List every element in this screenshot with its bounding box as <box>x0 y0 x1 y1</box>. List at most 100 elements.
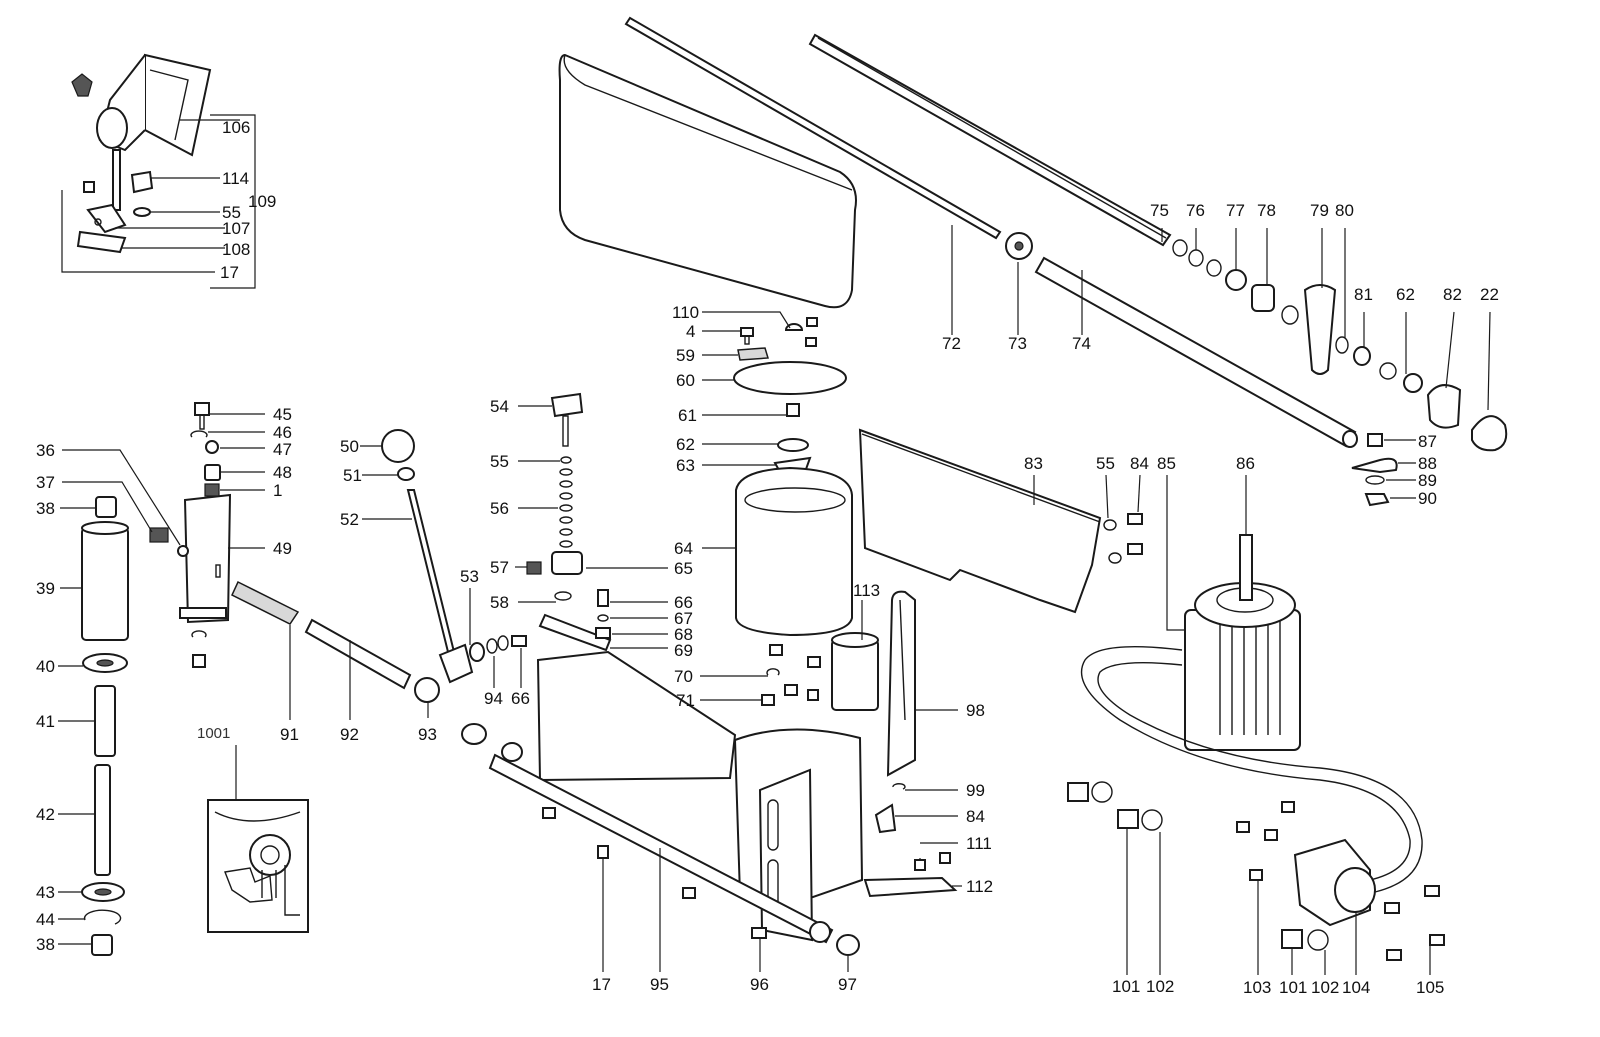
label-95: 95 <box>650 975 669 994</box>
label-22: 22 <box>1480 285 1499 304</box>
label-45: 45 <box>273 405 292 424</box>
label-112: 112 <box>966 877 993 896</box>
label-106: 106 <box>222 118 250 137</box>
label-52: 52 <box>340 510 359 529</box>
label-101: 101 <box>1112 977 1140 996</box>
label-37: 37 <box>36 473 55 492</box>
centre-screw-stack <box>515 392 668 652</box>
label-111: 111 <box>966 834 992 853</box>
label-97: 97 <box>838 975 857 994</box>
label-83: 83 <box>1024 454 1043 473</box>
label-49: 49 <box>273 539 292 558</box>
label-67: 67 <box>674 609 693 628</box>
label-17b: 17 <box>592 975 611 994</box>
inset-1001 <box>207 745 309 933</box>
switch-clamps <box>1067 781 1445 975</box>
label-62: 62 <box>676 435 695 454</box>
label-84: 84 <box>1130 454 1149 473</box>
label-1: 1 <box>273 481 282 500</box>
label-105: 105 <box>1416 978 1444 997</box>
label-72: 72 <box>942 334 961 353</box>
label-81: 81 <box>1354 285 1373 304</box>
label-107: 107 <box>222 219 250 238</box>
label-94: 94 <box>484 689 503 708</box>
motor-assembly <box>1080 475 1423 927</box>
label-66a: 66 <box>511 689 530 708</box>
label-43: 43 <box>36 883 55 902</box>
label-79: 79 <box>1310 201 1329 220</box>
belt-cover <box>558 53 857 309</box>
lever-assembly <box>231 429 527 720</box>
rod-assembly <box>624 16 1508 507</box>
label-47: 47 <box>273 440 292 459</box>
label-96: 96 <box>750 975 769 994</box>
label-55: 55 <box>222 203 241 222</box>
dust-hood-assembly <box>61 53 256 289</box>
label-58: 58 <box>490 593 509 612</box>
motor-plate-parts <box>700 311 853 706</box>
frame-base <box>461 590 962 972</box>
label-92: 92 <box>340 725 359 744</box>
label-98: 98 <box>966 701 985 720</box>
label-80: 80 <box>1335 201 1354 220</box>
label-113: 113 <box>853 581 880 600</box>
label-55b: 55 <box>490 452 509 471</box>
label-89: 89 <box>1418 471 1437 490</box>
label-110: 110 <box>672 303 699 322</box>
label-90: 90 <box>1418 489 1437 508</box>
label-109: 109 <box>248 192 276 211</box>
label-75: 75 <box>1150 201 1169 220</box>
label-60: 60 <box>676 371 695 390</box>
label-61: 61 <box>678 406 697 425</box>
part-labels: 106 114 109 55 107 108 17 45 46 47 48 1 … <box>36 118 1499 997</box>
label-88: 88 <box>1418 454 1437 473</box>
label-17: 17 <box>220 263 239 282</box>
label-102: 102 <box>1146 977 1174 996</box>
label-108: 108 <box>222 240 250 259</box>
label-38b: 38 <box>36 935 55 954</box>
label-66: 66 <box>674 593 693 612</box>
label-42: 42 <box>36 805 55 824</box>
label-38: 38 <box>36 499 55 518</box>
label-62b: 62 <box>1396 285 1415 304</box>
label-86: 86 <box>1236 454 1255 473</box>
label-40: 40 <box>36 657 55 676</box>
label-4: 4 <box>686 322 695 341</box>
label-46: 46 <box>273 423 292 442</box>
column-bearing-assembly <box>58 402 265 956</box>
label-50: 50 <box>340 437 359 456</box>
label-53: 53 <box>460 567 479 586</box>
label-41: 41 <box>36 712 55 731</box>
label-44: 44 <box>36 910 55 929</box>
label-59: 59 <box>676 346 695 365</box>
label-71: 71 <box>676 691 695 710</box>
label-78: 78 <box>1257 201 1276 220</box>
label-64: 64 <box>674 539 693 558</box>
label-73: 73 <box>1008 334 1027 353</box>
label-103: 103 <box>1243 978 1271 997</box>
label-84b: 84 <box>966 807 985 826</box>
label-57: 57 <box>490 558 509 577</box>
label-77: 77 <box>1226 201 1245 220</box>
label-63: 63 <box>676 456 695 475</box>
label-101b: 101 <box>1279 978 1307 997</box>
label-87: 87 <box>1418 432 1437 451</box>
label-48: 48 <box>273 463 292 482</box>
label-102b: 102 <box>1311 978 1339 997</box>
label-56: 56 <box>490 499 509 518</box>
label-85: 85 <box>1157 454 1176 473</box>
label-39: 39 <box>36 579 55 598</box>
label-114: 114 <box>222 169 249 188</box>
label-54: 54 <box>490 397 509 416</box>
label-68: 68 <box>674 625 693 644</box>
guard-plate <box>858 428 1143 614</box>
label-82: 82 <box>1443 285 1462 304</box>
label-93: 93 <box>418 725 437 744</box>
label-74: 74 <box>1072 334 1091 353</box>
label-104: 104 <box>1342 978 1370 997</box>
label-51: 51 <box>343 466 362 485</box>
label-69: 69 <box>674 641 693 660</box>
label-91: 91 <box>280 725 299 744</box>
label-70: 70 <box>674 667 693 686</box>
label-76: 76 <box>1186 201 1205 220</box>
